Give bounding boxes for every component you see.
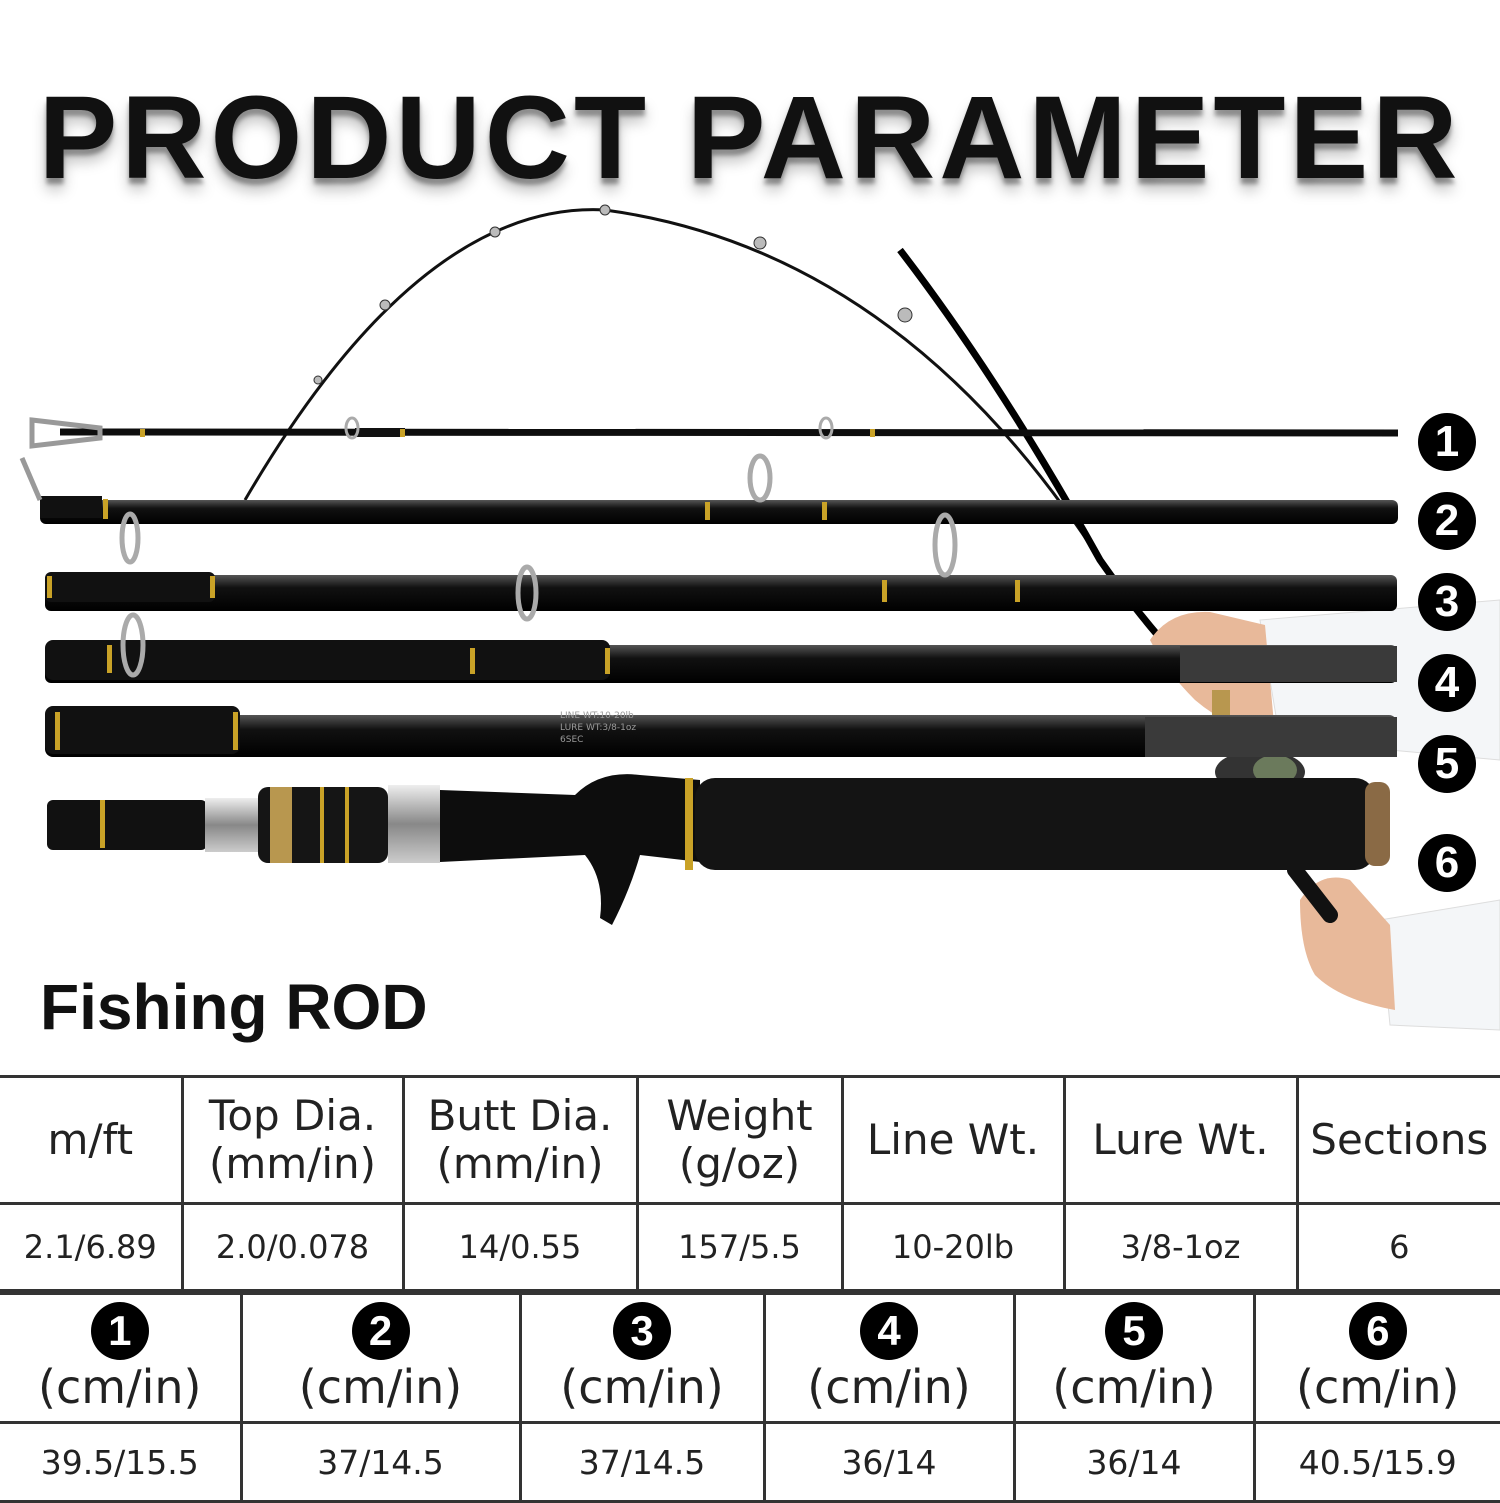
section-header-5: 5(cm/in) bbox=[1012, 1292, 1256, 1424]
section-number-2: 2 bbox=[351, 1302, 410, 1360]
section-number-1: 1 bbox=[90, 1302, 149, 1360]
section-badge-6: 6 bbox=[1418, 834, 1476, 892]
section-badge-4: 4 bbox=[1418, 654, 1476, 712]
header-lure-wt: Lure Wt. bbox=[1062, 1075, 1299, 1205]
specs-table: m/ft Top Dia.(mm/in) Butt Dia.(mm/in) We… bbox=[0, 1075, 1500, 1292]
section-header-2: 2(cm/in) bbox=[239, 1292, 522, 1424]
product-subtitle: Fishing ROD bbox=[40, 971, 428, 1043]
section-lengths-header-row: 1(cm/in) 2(cm/in) 3(cm/in) 4(cm/in) 5(cm… bbox=[0, 1292, 1500, 1424]
rod-label-line1: LINE WT:10-20lb bbox=[560, 711, 634, 721]
bent-rod bbox=[243, 208, 1226, 702]
section-length-6: 40.5/15.9 bbox=[1252, 1421, 1500, 1503]
header-butt-dia: Butt Dia.(mm/in) bbox=[401, 1075, 639, 1205]
section-number-3: 3 bbox=[613, 1302, 671, 1360]
rod-illustration: LINE WT:10-20lb LURE WT:3/8-1oz 6SEC bbox=[19, 204, 1500, 1031]
section-number-5: 5 bbox=[1105, 1302, 1163, 1360]
section-badge-3: 3 bbox=[1418, 573, 1476, 631]
value-length: 2.1/6.89 bbox=[0, 1202, 184, 1292]
specs-value-row: 2.1/6.89 2.0/0.078 14/0.55 157/5.5 10-20… bbox=[0, 1202, 1500, 1292]
section-header-1: 1(cm/in) bbox=[0, 1292, 243, 1424]
section-header-3: 3(cm/in) bbox=[518, 1292, 766, 1424]
section-length-4: 36/14 bbox=[762, 1421, 1016, 1503]
header-weight: Weight(g/oz) bbox=[635, 1075, 844, 1205]
page-title: PRODUCT PARAMETER bbox=[38, 72, 1462, 204]
section-length-5: 36/14 bbox=[1012, 1421, 1256, 1503]
rod-label-line3: 6SEC bbox=[560, 735, 583, 745]
section-header-6: 6(cm/in) bbox=[1252, 1292, 1500, 1424]
value-line-wt: 10-20lb bbox=[840, 1202, 1066, 1292]
header-sections: Sections bbox=[1295, 1075, 1500, 1205]
section-number-6: 6 bbox=[1348, 1302, 1407, 1360]
header-line-wt: Line Wt. bbox=[840, 1075, 1066, 1205]
section-number-4: 4 bbox=[860, 1302, 918, 1360]
rod-label-line2: LURE WT:3/8-1oz bbox=[560, 723, 636, 733]
value-weight: 157/5.5 bbox=[635, 1202, 844, 1292]
section-length-2: 37/14.5 bbox=[239, 1421, 522, 1503]
header-top-dia: Top Dia.(mm/in) bbox=[180, 1075, 405, 1205]
section-badge-5: 5 bbox=[1418, 735, 1476, 793]
specs-header-row: m/ft Top Dia.(mm/in) Butt Dia.(mm/in) We… bbox=[0, 1075, 1500, 1205]
section-lengths-value-row: 39.5/15.5 37/14.5 37/14.5 36/14 36/14 40… bbox=[0, 1421, 1500, 1503]
section-header-4: 4(cm/in) bbox=[762, 1292, 1016, 1424]
value-top-dia: 2.0/0.078 bbox=[180, 1202, 405, 1292]
section-length-3: 37/14.5 bbox=[518, 1421, 766, 1503]
value-sections: 6 bbox=[1295, 1202, 1500, 1292]
section-badge-2: 2 bbox=[1418, 492, 1476, 550]
sleeve-lower bbox=[1379, 899, 1500, 1031]
section-badge-1: 1 bbox=[1418, 413, 1476, 471]
header-length: m/ft bbox=[0, 1075, 184, 1205]
section-length-1: 39.5/15.5 bbox=[0, 1421, 243, 1503]
value-lure-wt: 3/8-1oz bbox=[1062, 1202, 1299, 1292]
value-butt-dia: 14/0.55 bbox=[401, 1202, 639, 1292]
section-lengths-table: 1(cm/in) 2(cm/in) 3(cm/in) 4(cm/in) 5(cm… bbox=[0, 1292, 1500, 1503]
